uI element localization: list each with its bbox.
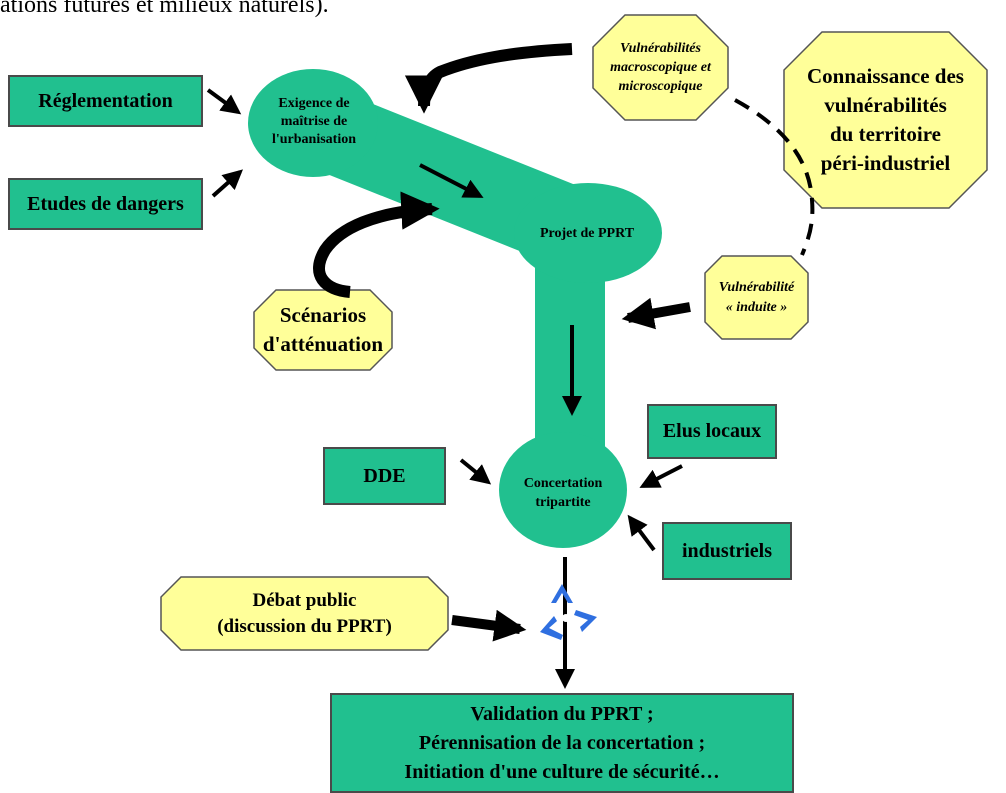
- connaissance-line-1: Connaissance des: [807, 64, 964, 88]
- validation-line-3: Initiation d'une culture de sécurité…: [404, 760, 720, 783]
- vuln-macro-line-1: Vulnérabilités: [620, 41, 701, 56]
- vuln-induite-label: Vulnérabilité « induite »: [705, 256, 808, 339]
- recycle-icon: [540, 584, 597, 640]
- exigence-node: [248, 69, 378, 177]
- reglementation-label: Réglementation: [38, 89, 173, 112]
- debat-line-1: Débat public: [252, 589, 357, 611]
- vuln-macro-line-3: microscopique: [618, 79, 703, 94]
- dde-label: DDE: [363, 464, 406, 487]
- scenarios-line-1: Scénarios: [279, 303, 367, 327]
- dashed-link: [734, 98, 815, 256]
- vuln-induite-line-1: Vulnérabilité: [718, 279, 795, 295]
- industriels-box: industriels: [662, 522, 792, 580]
- debat-octagon: [160, 576, 449, 651]
- arrow-industriels: [627, 514, 656, 552]
- etudes-dangers-label: Etudes de dangers: [27, 192, 184, 215]
- arrow-dde: [459, 458, 492, 485]
- concertation-line-2: tripartite: [535, 495, 591, 510]
- arrow-etudes: [211, 169, 243, 198]
- etudes-dangers-box: Etudes de dangers: [8, 178, 203, 230]
- clipped-header-text: ations futures et milieux naturels).: [0, 0, 329, 18]
- projet-node: [514, 183, 662, 283]
- connaissance-line-3: du territoire: [830, 122, 941, 146]
- arrow-exigence-projet: [419, 163, 484, 198]
- scenarios-line-2: d'atténuation: [262, 332, 384, 356]
- concertation-node: [499, 432, 627, 548]
- connaissance-line-4: péri-industriel: [820, 151, 951, 175]
- debat-label: Débat public (discussion du PPRT): [161, 577, 448, 650]
- arrow-reglementation: [206, 88, 242, 115]
- connaissance-line-2: vulnérabilités: [824, 93, 947, 117]
- vuln-macro-label: Vulnérabilités macroscopique et microsco…: [593, 15, 728, 120]
- elus-box: Elus locaux: [647, 404, 777, 459]
- vuln-macro-line-2: macroscopique et: [610, 60, 711, 75]
- elus-label: Elus locaux: [662, 420, 762, 442]
- arrow-debat: [451, 609, 527, 642]
- vuln-induite-octagon: [704, 255, 809, 340]
- exigence-line-3: l'urbanisation: [271, 132, 357, 147]
- exigence-line-1: Exigence de: [278, 96, 350, 111]
- connaissance-label: Connaissance des vulnérabilités du terri…: [784, 32, 987, 208]
- concertation-line-1: Concertation: [523, 476, 603, 491]
- scenarios-label: Scénarios d'atténuation: [254, 290, 392, 370]
- debat-line-2: (discussion du PPRT): [217, 615, 392, 637]
- scenarios-octagon: [253, 289, 393, 371]
- scenarios-arrow: [313, 191, 440, 298]
- connaissance-octagon: [783, 31, 988, 209]
- exigence-line-2: maîtrise de: [280, 114, 348, 129]
- feedback-arrow-top: [404, 43, 573, 114]
- industriels-label: industriels: [681, 539, 773, 562]
- validation-line-1: Validation du PPRT ;: [470, 702, 654, 725]
- vuln-macro-octagon: [592, 14, 729, 121]
- projet-label: Projet de PPRT: [539, 226, 635, 241]
- validation-box: Validation du PPRT ; Pérennisation de la…: [330, 693, 794, 793]
- exigence-label: Exigence de maîtrise de l'urbanisation: [258, 95, 370, 149]
- arrow-elus: [639, 464, 683, 488]
- concertation-label: Concertation tripartite: [503, 474, 623, 512]
- vuln-induite-line-2: « induite »: [725, 299, 788, 315]
- validation-line-2: Pérennisation de la concertation ;: [418, 731, 706, 754]
- reglementation-box: Réglementation: [8, 75, 203, 127]
- arrow-vuln-induite: [621, 297, 691, 330]
- dde-box: DDE: [323, 447, 446, 505]
